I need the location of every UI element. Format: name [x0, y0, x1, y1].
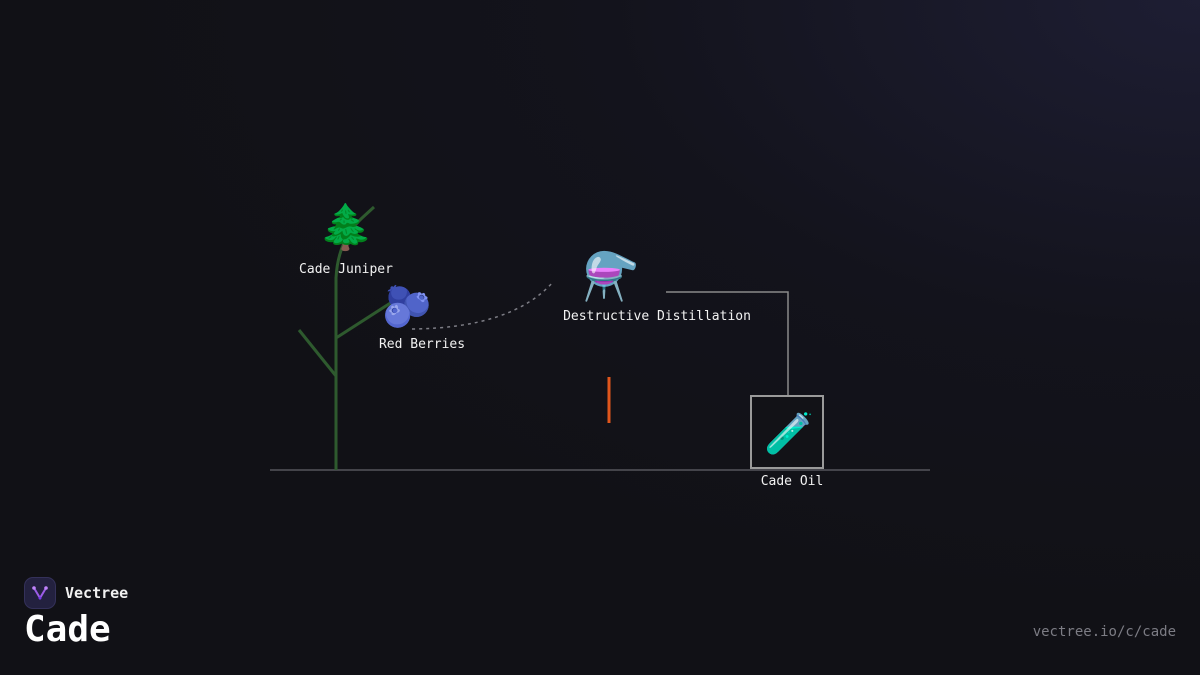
plant-branch-right: [335, 300, 393, 340]
plant-stem: [334, 205, 376, 470]
product-box: 🧪: [750, 395, 824, 469]
evergreen-tree-icon: 🌲: [318, 202, 374, 253]
berries-icon: 🫐: [382, 284, 432, 330]
source-label: Cade Juniper: [299, 262, 393, 277]
alembic-icon: ⚗️: [582, 249, 640, 303]
page-url-link[interactable]: vectree.io/c/cade: [1032, 624, 1176, 640]
test-tube-icon: 🧪: [764, 411, 814, 457]
berries-to-process-connector: [411, 281, 554, 330]
brand[interactable]: Vectree: [24, 577, 128, 609]
part-label: Red Berries: [378, 337, 466, 352]
brand-name: Vectree: [65, 584, 129, 602]
process-to-product-connector: [666, 291, 789, 395]
vectree-logo-icon: [24, 577, 56, 609]
process-label: Destructive Distillation: [563, 309, 751, 324]
plant-branch-left: [297, 329, 338, 377]
product-label: Cade Oil: [760, 474, 824, 489]
page-title: Cade: [24, 609, 111, 650]
